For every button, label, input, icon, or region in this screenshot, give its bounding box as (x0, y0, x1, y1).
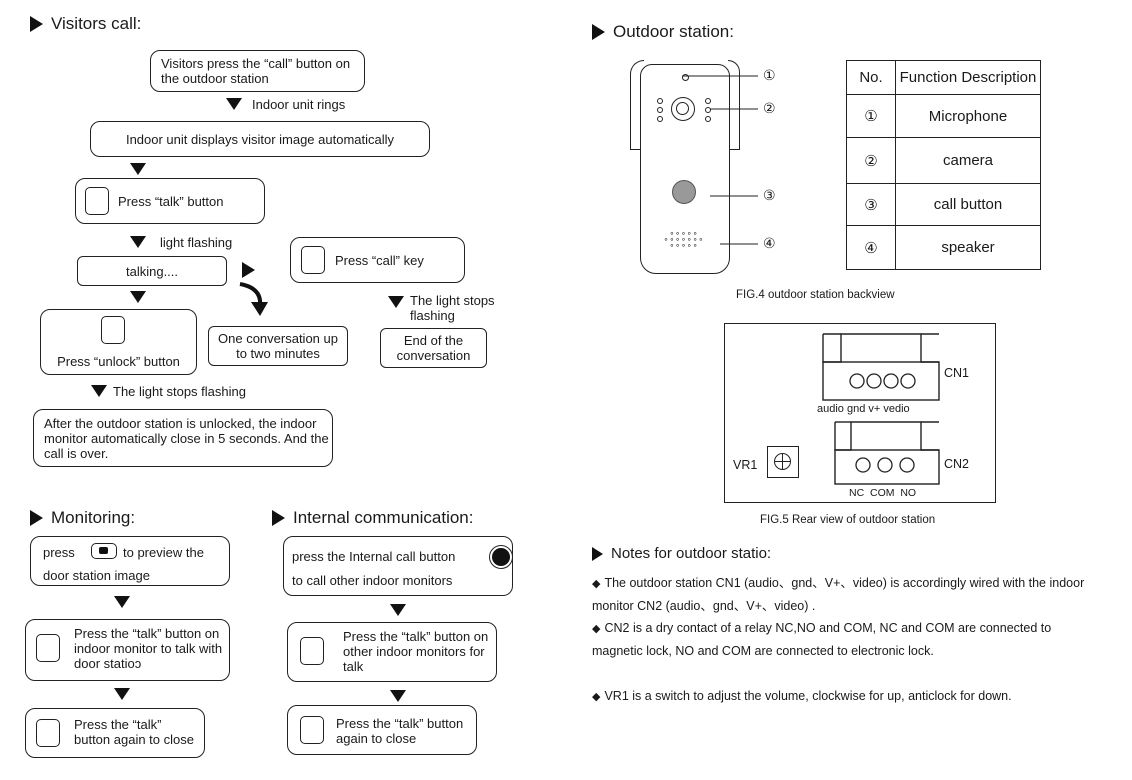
diamond-bullet-icon: ◆ (592, 623, 601, 635)
monitoring-heading: Monitoring: (30, 508, 135, 528)
talk-button-icon (36, 634, 60, 662)
callout-3: ③ (763, 187, 776, 203)
down-arrow-icon (114, 596, 130, 608)
callout-2: ② (763, 100, 776, 116)
internal-step-close: Press the “talk” button again to close (287, 705, 477, 755)
flow-step-display-image: Indoor unit displays visitor image autom… (90, 121, 430, 157)
callout-leaders (682, 75, 758, 245)
note-item-1: ◆The outdoor station CN1 (audio、gnd、V+、v… (592, 576, 1085, 613)
outdoor-station-heading: Outdoor station: (592, 22, 734, 42)
table-row: ③ call button (846, 183, 1041, 226)
triangle-bullet-icon (272, 510, 285, 526)
triangle-bullet-icon (592, 24, 605, 40)
cn2-pins-label: NC COM NO (849, 487, 917, 499)
down-arrow-icon (226, 98, 242, 110)
fig5-caption: FIG.5 Rear view of outdoor station (760, 514, 936, 526)
vr1-knob-icon (767, 446, 799, 478)
monitoring-step-close: Press the “talk” button again to close (25, 708, 205, 758)
flow-note-conversation-limit: One conversation up to two minutes (208, 326, 348, 366)
arrow-label-light-flashing: light flashing (160, 235, 233, 250)
rear-view-diagram: CN1 audio gnd v+ vedio CN2 NC COM NO VR1 (724, 323, 996, 503)
vr1-label: VR1 (733, 458, 758, 472)
cn1-pins-label: audio gnd v+ vedio (817, 403, 910, 415)
flow-step-visitor-press-call: Visitors press the “call” button on the … (150, 50, 365, 92)
table-row: ④ speaker (846, 225, 1041, 270)
fig4-caption: FIG.4 outdoor station backview (736, 289, 895, 301)
monitoring-step-talk: Press the “talk” button on indoor monito… (25, 619, 230, 681)
triangle-bullet-icon (592, 546, 603, 561)
table-header-function: Function Description (895, 60, 1041, 95)
internal-communication-heading: Internal communication: (272, 508, 473, 528)
note-item-3: ◆VR1 is a switch to adjust the volume, c… (592, 689, 1012, 703)
cn2-label: CN2 (944, 457, 970, 471)
talk-button-icon (36, 719, 60, 747)
speaker-grille-icon: ∘∘∘∘∘∘∘∘∘∘∘∘∘∘∘∘∘ (663, 229, 705, 250)
down-arrow-icon (130, 291, 146, 303)
cn1-connector (822, 333, 940, 401)
talk-button-icon (300, 637, 324, 665)
triangle-bullet-icon (30, 510, 43, 526)
down-arrow-icon (388, 296, 404, 308)
table-row: ① Microphone (846, 94, 1041, 138)
note-item-2: ◆CN2 is a dry contact of a relay NC,NO a… (592, 621, 1052, 658)
diamond-bullet-icon: ◆ (592, 691, 601, 703)
callout-4: ④ (763, 235, 776, 251)
function-table: No. Function Description ① Microphone ② … (846, 60, 1041, 270)
talk-button-icon (85, 187, 109, 215)
down-arrow-icon (130, 163, 146, 175)
table-header-no: No. (846, 60, 896, 95)
monitor-button-icon (91, 543, 117, 559)
flow-step-talking: talking.... (77, 256, 227, 286)
flow-step-call-over: After the outdoor station is unlocked, t… (33, 409, 333, 467)
arrow-label-stops-flashing-2: The light stops flashing (113, 384, 246, 399)
internal-step-call: press the Internal call button to call o… (283, 536, 513, 596)
down-arrow-icon (390, 690, 406, 702)
table-row: ② camera (846, 137, 1041, 184)
flow-step-press-call-key: Press “call” key (290, 237, 465, 283)
internal-call-button-icon (489, 545, 513, 569)
arrow-label-indoor-rings: Indoor unit rings (252, 97, 346, 112)
flow-step-press-talk: Press “talk” button (75, 178, 265, 224)
microphone-icon (682, 74, 689, 81)
call-button-icon (672, 180, 696, 204)
unlock-key-icon (101, 316, 125, 344)
triangle-bullet-icon (30, 16, 43, 32)
cn2-connector (834, 421, 940, 485)
right-arrow-icon (242, 262, 255, 278)
internal-step-talk: Press the “talk” button on other indoor … (287, 622, 497, 682)
down-arrow-icon (91, 385, 107, 397)
callout-1: ① (763, 67, 776, 83)
talk-button-icon (300, 716, 324, 744)
notes-heading: Notes for outdoor statio: (592, 545, 771, 562)
monitoring-step-preview: press to preview the door station image (30, 536, 230, 586)
camera-icon (671, 97, 695, 121)
visitors-call-heading: Visitors call: (30, 14, 141, 34)
cn1-label: CN1 (944, 366, 970, 380)
curved-arrow-icon (239, 282, 268, 316)
flow-step-end-conversation: End of the conversation (380, 328, 487, 368)
down-arrow-icon (114, 688, 130, 700)
flow-step-press-unlock: Press “unlock” button (40, 309, 197, 375)
arrow-label-stops-flashing: The light stops flashing (410, 293, 495, 323)
down-arrow-icon (130, 236, 146, 248)
diamond-bullet-icon: ◆ (592, 578, 601, 590)
down-arrow-icon (390, 604, 406, 616)
call-key-icon (301, 246, 325, 274)
outdoor-station-device: ∘∘∘∘∘∘∘∘∘∘∘∘∘∘∘∘∘ (630, 60, 740, 275)
